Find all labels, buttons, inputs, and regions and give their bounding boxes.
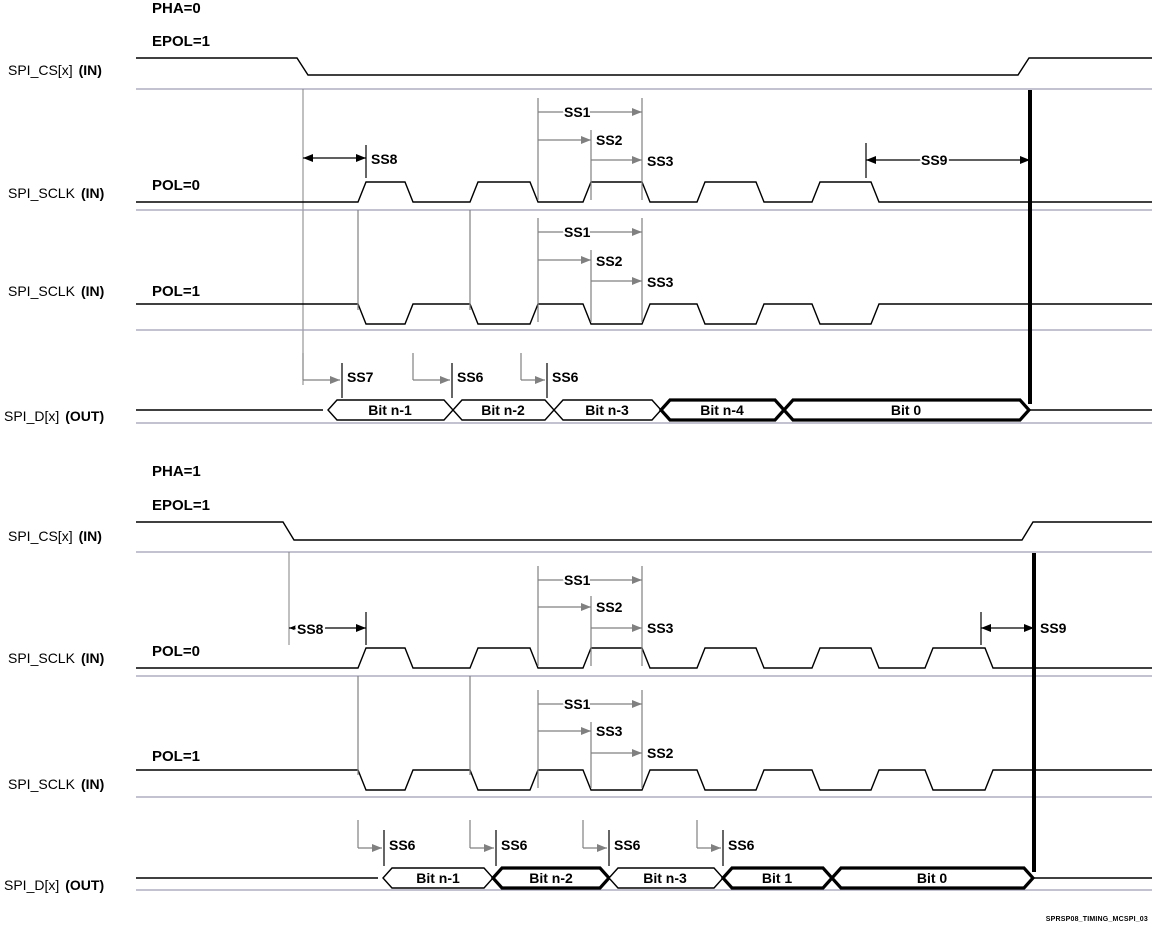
arrow-ss6c-2 bbox=[597, 844, 607, 852]
arrow-ss6a-1 bbox=[440, 376, 450, 384]
meas-label-ss2-pol0-2: SS2 bbox=[596, 599, 623, 615]
meas-label-ss9-1: SS9 bbox=[921, 152, 948, 168]
arrow-ss6b-2 bbox=[484, 844, 494, 852]
waveform-cs-1 bbox=[136, 57, 1152, 76]
arrow-ss9-right-2 bbox=[1024, 624, 1034, 632]
meas-label-ss3-pol0-1: SS3 bbox=[647, 153, 674, 169]
row-label-sclk-pol1-1: SPI_SCLK(IN) bbox=[8, 283, 104, 299]
meas-label-ss6a-2: SS6 bbox=[389, 837, 416, 853]
waveform-sclk-pol1-1 bbox=[136, 303, 1152, 325]
arrow-ss3-pol0-2 bbox=[632, 624, 642, 632]
pol-label-1-2: POL=1 bbox=[152, 748, 200, 765]
waveform-sclk-pol0-1 bbox=[136, 181, 1152, 203]
data-bits-2: Bit n-1 Bit n-2 Bit n-3 Bit 1 Bit 0 bbox=[382, 866, 1036, 890]
section-pha1: PHA=1 EPOL=1 SPI_CS[x](IN) SPI_SCLK(IN) … bbox=[4, 463, 1152, 893]
data-bit-label: Bit 0 bbox=[891, 402, 922, 418]
config-epol-label: EPOL=1 bbox=[152, 33, 210, 50]
arrow-ss8-left-2 bbox=[289, 624, 299, 632]
row-label-d-2: SPI_D[x](OUT) bbox=[4, 877, 104, 893]
arrow-ss7-1 bbox=[330, 376, 340, 384]
arrow-ss9-left-1 bbox=[866, 156, 876, 164]
data-bit-label: Bit n-3 bbox=[643, 870, 687, 886]
meas-label-ss6a-1: SS6 bbox=[457, 369, 484, 385]
arrow-ss9-left-2 bbox=[981, 624, 991, 632]
data-bit-cell bbox=[829, 866, 1036, 890]
arrow-ss8-right-2 bbox=[356, 624, 366, 632]
arrow-ss8-left-1 bbox=[303, 154, 313, 162]
data-bit-label: Bit n-2 bbox=[481, 402, 525, 418]
waveform-cs-2 bbox=[136, 521, 1152, 541]
row-label-cs-1: SPI_CS[x](IN) bbox=[8, 62, 102, 78]
pol-label-1-1: POL=1 bbox=[152, 283, 200, 300]
waveform-sclk-pol0-2 bbox=[136, 647, 1152, 669]
meas-label-ss7-1: SS7 bbox=[347, 369, 374, 385]
arrow-ss9-right-1 bbox=[1020, 156, 1030, 164]
meas-label-ss3-pol1-2: SS3 bbox=[596, 723, 623, 739]
data-bit-cell bbox=[781, 398, 1032, 422]
meas-label-ss1-pol0-2: SS1 bbox=[564, 572, 591, 588]
arrow-ss6b-1 bbox=[535, 376, 545, 384]
arrow-ss1-pol1-2 bbox=[632, 700, 642, 708]
meas-label-ss9-2: SS9 bbox=[1040, 620, 1067, 636]
data-bit-label: Bit n-4 bbox=[700, 402, 744, 418]
arrow-ss2-pol1-1 bbox=[581, 256, 591, 264]
row-label-sclk-pol0-1: SPI_SCLK(IN) bbox=[8, 185, 104, 201]
arrow-ss2-pol1-2 bbox=[632, 749, 642, 757]
meas-label-ss8-1: SS8 bbox=[371, 151, 398, 167]
arrow-ss3-pol1-2 bbox=[581, 727, 591, 735]
arrow-ss6a-2 bbox=[372, 844, 382, 852]
meas-label-ss6b-1: SS6 bbox=[552, 369, 579, 385]
arrow-ss8-right-1 bbox=[356, 154, 366, 162]
data-bit-label: Bit 0 bbox=[917, 870, 948, 886]
data-bit-label: Bit n-2 bbox=[529, 870, 573, 886]
meas-label-ss2-pol1-2: SS2 bbox=[647, 745, 674, 761]
meas-label-ss6c-2: SS6 bbox=[614, 837, 641, 853]
meas-label-ss1-pol1-2: SS1 bbox=[564, 696, 591, 712]
meas-label-ss2-pol1-1: SS2 bbox=[596, 253, 623, 269]
arrow-ss6d-2 bbox=[711, 844, 721, 852]
data-bit-label: Bit n-1 bbox=[416, 870, 460, 886]
arrow-ss1-pol0-2 bbox=[632, 576, 642, 584]
arrow-ss3-pol0-1 bbox=[632, 156, 642, 164]
arrow-ss1-pol0-1 bbox=[632, 108, 642, 116]
data-bit-label: Bit n-1 bbox=[368, 402, 412, 418]
meas-label-ss1-pol0-1: SS1 bbox=[564, 104, 591, 120]
meas-label-ss6b-2: SS6 bbox=[501, 837, 528, 853]
data-bits-1: Bit n-1 Bit n-2 Bit n-3 Bit n-4 Bit 0 bbox=[327, 398, 1032, 422]
meas-label-ss3-pol1-1: SS3 bbox=[647, 274, 674, 290]
config-pha-label-2: PHA=1 bbox=[152, 463, 201, 480]
arrow-ss2-pol0-2 bbox=[581, 603, 591, 611]
meas-label-ss8-2: SS8 bbox=[297, 621, 324, 637]
row-label-d-1: SPI_D[x](OUT) bbox=[4, 408, 104, 424]
meas-label-ss3-pol0-2: SS3 bbox=[647, 620, 674, 636]
meas-label-ss2-pol0-1: SS2 bbox=[596, 132, 623, 148]
waveform-sclk-pol1-2 bbox=[136, 769, 1152, 791]
config-epol-label-2: EPOL=1 bbox=[152, 497, 210, 514]
watermark-label: SPRSP08_TIMING_MCSPI_03 bbox=[1046, 916, 1148, 923]
arrow-ss2-pol0-1 bbox=[581, 136, 591, 144]
data-bit-label: Bit n-3 bbox=[585, 402, 629, 418]
pol-label-0-2: POL=0 bbox=[152, 643, 200, 660]
arrow-ss1-pol1-1 bbox=[632, 228, 642, 236]
meas-label-ss1-pol1-1: SS1 bbox=[564, 224, 591, 240]
row-label-sclk-pol1-2: SPI_SCLK(IN) bbox=[8, 776, 104, 792]
row-label-cs-2: SPI_CS[x](IN) bbox=[8, 528, 102, 544]
pol-label-0-1: POL=0 bbox=[152, 177, 200, 194]
data-bit-label: Bit 1 bbox=[762, 870, 793, 886]
arrow-ss3-pol1-1 bbox=[632, 277, 642, 285]
meas-label-ss6d-2: SS6 bbox=[728, 837, 755, 853]
row-label-sclk-pol0-2: SPI_SCLK(IN) bbox=[8, 650, 104, 666]
config-pha-label: PHA=0 bbox=[152, 0, 201, 17]
section-pha0: PHA=0 EPOL=1 SPI_CS[x](IN) SPI_SCLK(IN) … bbox=[4, 0, 1152, 424]
